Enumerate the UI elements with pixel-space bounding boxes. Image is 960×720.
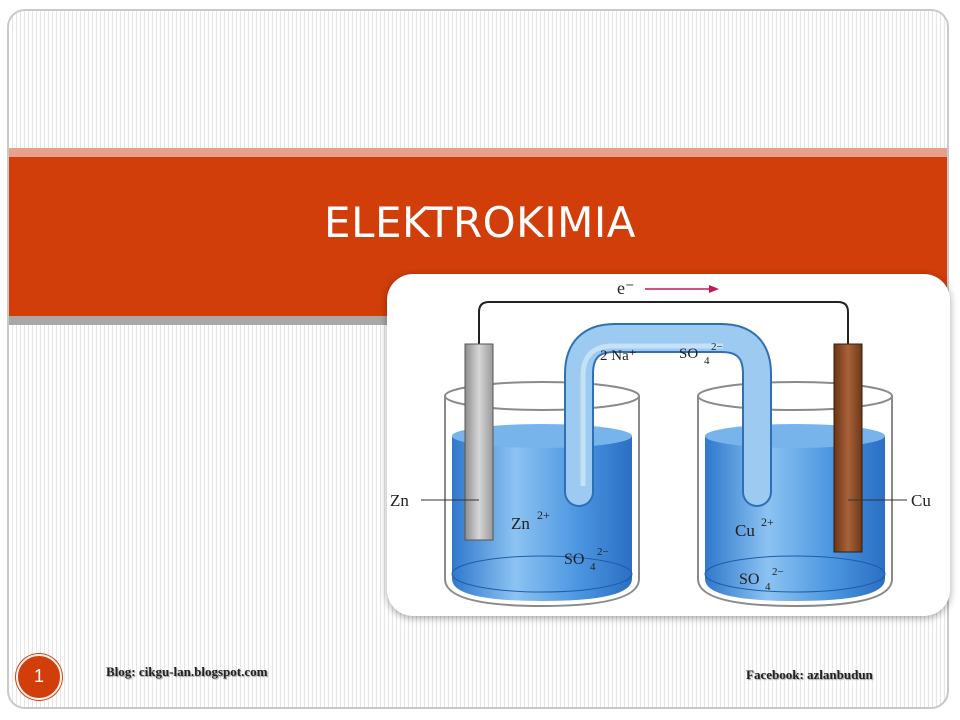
electrochemical-cell-diagram: e⁻ 2 Na⁺ SO 4 2−: [387, 274, 950, 616]
copper-electrode: [833, 343, 863, 553]
left-cation-label: Zn: [511, 514, 530, 533]
anode-label: Zn: [390, 491, 409, 510]
right-cation-label: Cu: [735, 521, 755, 540]
electron-flow-arrowhead: [709, 285, 719, 293]
salt-bridge-anion: SO: [679, 346, 698, 362]
right-beaker: [697, 381, 893, 608]
right-cation-charge: 2+: [761, 515, 774, 529]
footer-facebook: Facebook: azlanbudun: [746, 667, 873, 682]
salt-bridge-cation: 2 Na⁺: [600, 348, 637, 364]
salt-bridge: [564, 323, 772, 507]
title-band-top-stripe: [9, 148, 947, 157]
electron-label: e⁻: [617, 278, 635, 298]
salt-bridge-anion-subscript: 4: [704, 355, 710, 367]
right-anion-label: SO: [739, 571, 759, 588]
electrochemical-cell-illustration: e⁻ 2 Na⁺ SO 4 2−: [390, 278, 931, 608]
right-anion-subscript: 4: [765, 581, 771, 593]
left-anion-subscript: 4: [590, 561, 596, 573]
zinc-electrode: [464, 343, 494, 541]
slide-number-badge: 1: [16, 654, 62, 700]
slide-title: ELEKTROKIMIA: [324, 198, 636, 247]
left-anion-charge: 2−: [597, 546, 609, 558]
cathode-label: Cu: [911, 491, 931, 510]
left-cation-charge: 2+: [537, 508, 550, 522]
footer-blog-url: Blog: cikgu-lan.blogspot.com: [106, 664, 268, 679]
right-anion-charge: 2−: [772, 566, 784, 578]
left-anion-label: SO: [564, 551, 584, 568]
slide-number: 1: [33, 666, 44, 686]
external-wire: [478, 301, 849, 346]
salt-bridge-anion-superscript: 2−: [711, 341, 723, 353]
